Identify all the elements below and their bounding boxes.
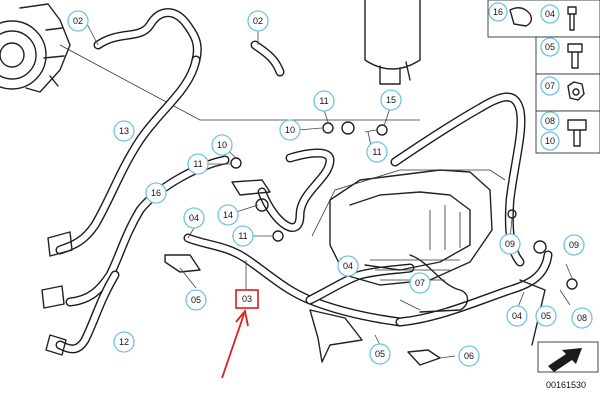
callout-13[interactable]: 13 <box>113 120 135 142</box>
legend-callout-07[interactable]: 07 <box>540 76 560 96</box>
callout-label: 16 <box>151 188 161 198</box>
fluid-reservoir <box>364 0 421 85</box>
callout-11-right[interactable]: 11 <box>366 141 388 163</box>
callout-label: 10 <box>217 140 227 150</box>
callout-08[interactable]: 08 <box>571 307 593 329</box>
legend-nut-07 <box>567 81 585 101</box>
legend-callout-04[interactable]: 04 <box>540 4 560 24</box>
legend-label: 05 <box>545 42 555 52</box>
callout-label: 11 <box>193 159 202 169</box>
callout-label: 05 <box>375 349 385 359</box>
brackets <box>164 179 546 366</box>
legend-label: 10 <box>545 136 555 146</box>
callout-label: 11 <box>238 231 247 241</box>
callout-02-top-left[interactable]: 02 <box>67 10 89 32</box>
callout-10-mid[interactable]: 10 <box>279 119 301 141</box>
callout-14[interactable]: 14 <box>217 204 239 226</box>
callout-10-left[interactable]: 10 <box>211 134 233 156</box>
steering-gear <box>311 169 506 313</box>
callout-label: 06 <box>464 351 474 361</box>
legend-screw-05 <box>567 43 583 69</box>
callout-11-lower[interactable]: 11 <box>232 225 254 247</box>
callout-label: 02 <box>253 16 263 26</box>
callout-label: 04 <box>343 261 353 271</box>
direction-indicator <box>537 341 599 373</box>
highlight-label: 03 <box>242 294 252 304</box>
legend-label: 08 <box>545 116 555 126</box>
hose-lines <box>55 8 553 354</box>
callout-label: 09 <box>505 239 515 249</box>
callout-06[interactable]: 06 <box>458 345 480 367</box>
callout-09-mid[interactable]: 09 <box>499 233 521 255</box>
callout-04-right[interactable]: 04 <box>506 305 528 327</box>
callout-02-top-center[interactable]: 02 <box>247 10 269 32</box>
callout-04-left[interactable]: 04 <box>183 207 205 229</box>
callout-label: 11 <box>372 147 381 157</box>
legend-label: 07 <box>545 81 555 91</box>
callout-label: 05 <box>191 295 201 305</box>
callout-label: 12 <box>119 337 129 347</box>
callout-label: 04 <box>189 213 199 223</box>
legend-label: 04 <box>545 9 555 19</box>
red-pointer-arrow <box>221 308 249 379</box>
legend-bolt-04 <box>567 6 577 31</box>
callout-label: 15 <box>386 95 396 105</box>
callout-label: 11 <box>319 96 328 106</box>
callout-label: 09 <box>569 240 579 250</box>
callout-label: 07 <box>415 278 425 288</box>
callout-16[interactable]: 16 <box>145 182 167 204</box>
callout-15[interactable]: 15 <box>380 89 402 111</box>
power-steering-pump <box>0 3 420 121</box>
callout-label: 02 <box>73 16 83 26</box>
legend-clamp-16 <box>509 7 533 27</box>
callout-05-right[interactable]: 05 <box>535 305 557 327</box>
legend-washer-08-10 <box>567 119 587 147</box>
callout-11-upper[interactable]: 11 <box>313 90 335 112</box>
callout-label: 10 <box>285 125 295 135</box>
parts-legend: 16 04 05 07 08 10 <box>487 0 600 154</box>
callout-label: 08 <box>577 313 587 323</box>
callout-11-left[interactable]: 11 <box>187 153 209 175</box>
legend-callout-08[interactable]: 08 <box>540 111 560 131</box>
callout-04-center[interactable]: 04 <box>337 255 359 277</box>
legend-label: 16 <box>493 7 503 17</box>
callout-07[interactable]: 07 <box>409 272 431 294</box>
small-parts <box>41 121 578 356</box>
callout-label: 14 <box>223 210 233 220</box>
legend-callout-10[interactable]: 10 <box>540 131 560 151</box>
reference-number: 00161530 <box>546 380 586 390</box>
callout-05-bottom[interactable]: 05 <box>369 343 391 365</box>
callout-label: 04 <box>512 311 522 321</box>
callout-09-right[interactable]: 09 <box>563 234 585 256</box>
callout-12[interactable]: 12 <box>113 331 135 353</box>
callout-05-left[interactable]: 05 <box>185 289 207 311</box>
callout-label: 05 <box>541 311 551 321</box>
callout-label: 13 <box>119 126 129 136</box>
legend-callout-05[interactable]: 05 <box>540 37 560 57</box>
legend-callout-16[interactable]: 16 <box>488 2 508 22</box>
highlight-part-03[interactable]: 03 <box>235 289 259 309</box>
